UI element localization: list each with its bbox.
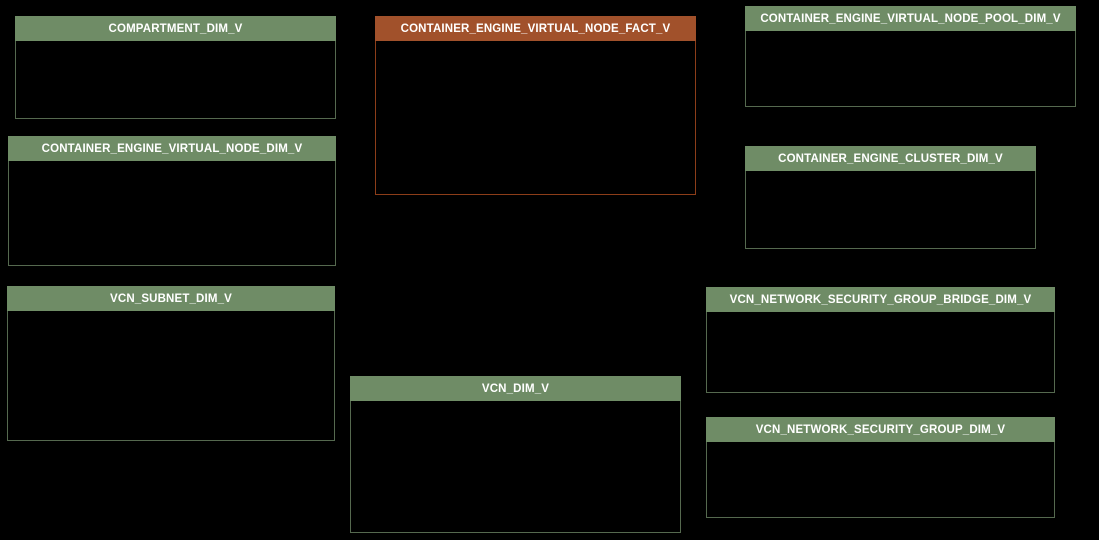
table-header-title: VCN_DIM_V	[350, 376, 681, 401]
table-column-list	[7, 311, 335, 441]
table-header-title: COMPARTMENT_DIM_V	[15, 16, 336, 41]
table-box-container-engine-cluster-dim-v[interactable]: CONTAINER_ENGINE_CLUSTER_DIM_V	[745, 146, 1036, 249]
table-header-title: VCN_NETWORK_SECURITY_GROUP_DIM_V	[706, 417, 1055, 442]
table-header-title: VCN_SUBNET_DIM_V	[7, 286, 335, 311]
table-box-vcn-network-security-group-bridge-dim-v[interactable]: VCN_NETWORK_SECURITY_GROUP_BRIDGE_DIM_V	[706, 287, 1055, 393]
table-column-list	[745, 31, 1076, 107]
table-column-list	[745, 171, 1036, 249]
table-column-list	[375, 41, 696, 195]
table-column-list	[350, 401, 681, 533]
table-column-list	[8, 161, 336, 266]
table-box-container-engine-virtual-node-fact-v[interactable]: CONTAINER_ENGINE_VIRTUAL_NODE_FACT_V	[375, 16, 696, 195]
table-header-title: CONTAINER_ENGINE_CLUSTER_DIM_V	[745, 146, 1036, 171]
table-column-list	[15, 41, 336, 119]
table-header-title: CONTAINER_ENGINE_VIRTUAL_NODE_DIM_V	[8, 136, 336, 161]
table-box-vcn-subnet-dim-v[interactable]: VCN_SUBNET_DIM_V	[7, 286, 335, 441]
table-header-title: CONTAINER_ENGINE_VIRTUAL_NODE_POOL_DIM_V	[745, 6, 1076, 31]
table-box-container-engine-virtual-node-pool-dim-v[interactable]: CONTAINER_ENGINE_VIRTUAL_NODE_POOL_DIM_V	[745, 6, 1076, 107]
table-header-title: CONTAINER_ENGINE_VIRTUAL_NODE_FACT_V	[375, 16, 696, 41]
table-column-list	[706, 312, 1055, 393]
table-box-vcn-dim-v[interactable]: VCN_DIM_V	[350, 376, 681, 533]
table-box-container-engine-virtual-node-dim-v[interactable]: CONTAINER_ENGINE_VIRTUAL_NODE_DIM_V	[8, 136, 336, 266]
table-column-list	[706, 442, 1055, 518]
table-header-title: VCN_NETWORK_SECURITY_GROUP_BRIDGE_DIM_V	[706, 287, 1055, 312]
table-box-compartment-dim-v[interactable]: COMPARTMENT_DIM_V	[15, 16, 336, 119]
table-box-vcn-network-security-group-dim-v[interactable]: VCN_NETWORK_SECURITY_GROUP_DIM_V	[706, 417, 1055, 518]
